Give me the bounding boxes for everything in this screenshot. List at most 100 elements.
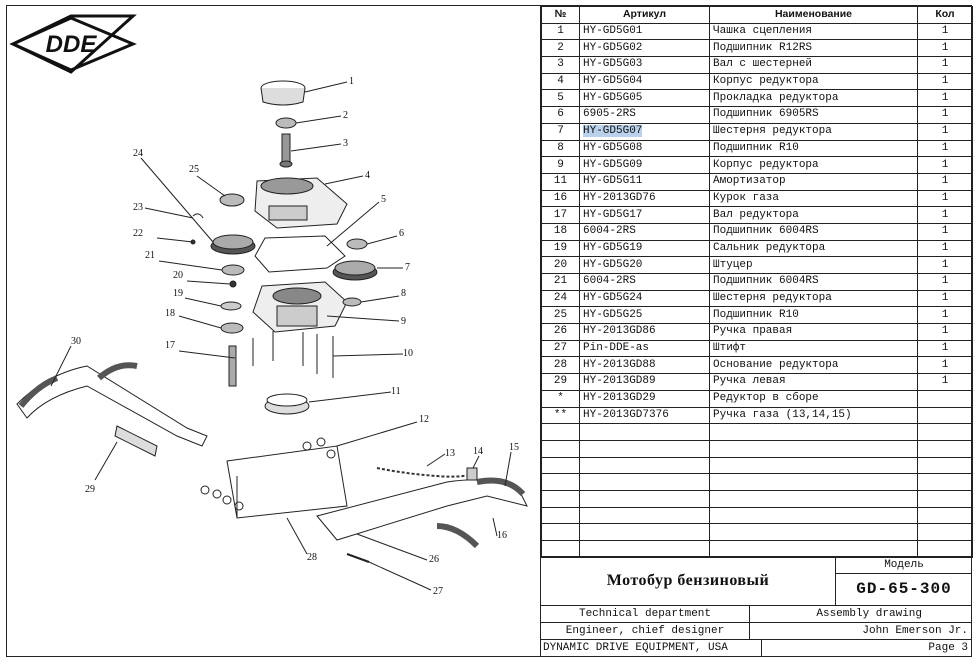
company-row: DYNAMIC DRIVE EQUIPMENT, USA Page 3 [541,640,972,656]
cell-qty-text: 1 [941,41,949,54]
cell-article-text: HY-2013GD86 [583,325,656,338]
cell-qty: 1 [917,323,973,341]
drawing-type: Assembly drawing [816,608,922,620]
cell-qty: 1 [917,22,973,41]
cell-num: 27 [541,339,580,358]
cell-qty [917,406,973,425]
cell-article: HY-GD5G05 [579,89,710,108]
cell-qty: 1 [917,89,973,108]
cell-article: HY-GD5G17 [579,206,710,224]
cell-qty: 1 [917,122,973,141]
empty-cell [541,506,580,525]
cell-name: Ручка левая [709,373,918,391]
cell-article: HY-2013GD86 [579,323,710,341]
cell-article-text: HY-GD5G20 [583,258,643,271]
cell-article-text: 6004-2RS [583,225,636,238]
empty-table-row [541,506,973,525]
cell-qty-text: 1 [941,91,949,104]
cell-article-text: HY-GD5G24 [583,292,643,305]
callout-20: 20 [173,270,183,281]
header-num: № [541,6,580,24]
cell-num-text: 9 [557,158,564,171]
title-block: Мотобур бензиновый Модель GD-65-300 Tech… [541,556,972,657]
callout-27: 27 [433,586,443,597]
callout-18: 18 [165,308,175,319]
callout-10: 10 [403,348,413,359]
callout-1: 1 [349,76,354,87]
cell-num: 3 [541,56,580,74]
cell-num-text: 19 [553,241,568,254]
cell-name: Амортизатор [709,172,918,191]
callout-9: 9 [401,316,406,327]
cell-name-text: Вал с шестерней [713,58,813,71]
assembly-svg: DDE [9,14,528,597]
cell-article-text: HY-GD5G02 [583,41,643,54]
cell-article: HY-GD5G09 [579,156,710,174]
logo-text: DDE [46,31,98,58]
cell-num: 21 [541,273,580,291]
empty-table-row [541,473,973,491]
cell-name-text: Шестерня редуктора [713,292,832,305]
callout-7: 7 [405,262,410,273]
cell-article: 6004-2RS [579,222,710,241]
empty-cell [579,423,710,441]
cell-num: 8 [541,139,580,158]
cell-num-text: 8 [557,141,564,154]
cell-article: HY-2013GD29 [579,389,710,408]
cell-num-text: 5 [557,91,564,104]
callout-16: 16 [497,530,507,541]
cell-num-text: 11 [553,175,568,188]
empty-table-row [541,489,973,508]
cell-article: HY-2013GD88 [579,356,710,375]
cell-qty-text: 1 [941,342,949,355]
cell-num: ** [541,406,580,425]
cell-article: HY-GD5G07 [579,122,710,141]
cell-num-text: 6 [557,108,564,121]
document-title: Мотобур бензиновый [541,557,836,606]
cell-num-text: 18 [553,225,568,238]
cell-qty: 1 [917,373,973,391]
cell-article: 6905-2RS [579,106,710,124]
cell-name: Вал с шестерней [709,56,918,74]
cell-article-text: HY-GD5G05 [583,91,643,104]
cell-qty: 1 [917,222,973,241]
cell-qty: 1 [917,256,973,274]
callout-30: 30 [71,336,81,347]
empty-cell [917,456,973,475]
cell-name-text: Подшипник R10 [713,308,799,321]
cell-name-text: Курок газа [713,191,780,204]
cell-article: HY-GD5G08 [579,139,710,158]
department: Technical department [541,606,750,622]
cell-article: HY-GD5G24 [579,289,710,308]
header-article: Артикул [579,6,710,24]
cell-qty-text: 1 [941,308,949,321]
cell-name-text: Основание редуктора [713,358,839,371]
cell-num: 19 [541,239,580,258]
model-label: Модель [836,557,972,574]
cell-article-text: HY-GD5G17 [583,208,643,221]
model-number: GD-65-300 [836,574,972,606]
cell-num: 6 [541,106,580,124]
cell-qty-text: 1 [941,375,949,388]
cell-name: Сальник редуктора [709,239,918,258]
header-name: Наименование [709,6,918,24]
cell-name: Подшипник R10 [709,139,918,158]
cell-qty-text: 1 [941,175,949,188]
cell-num: 2 [541,39,580,58]
empty-cell [541,523,580,541]
cell-num-text: 3 [557,58,564,71]
cell-num: 29 [541,373,580,391]
cell-name-text: Корпус редуктора [713,158,819,171]
cell-qty: 1 [917,106,973,124]
